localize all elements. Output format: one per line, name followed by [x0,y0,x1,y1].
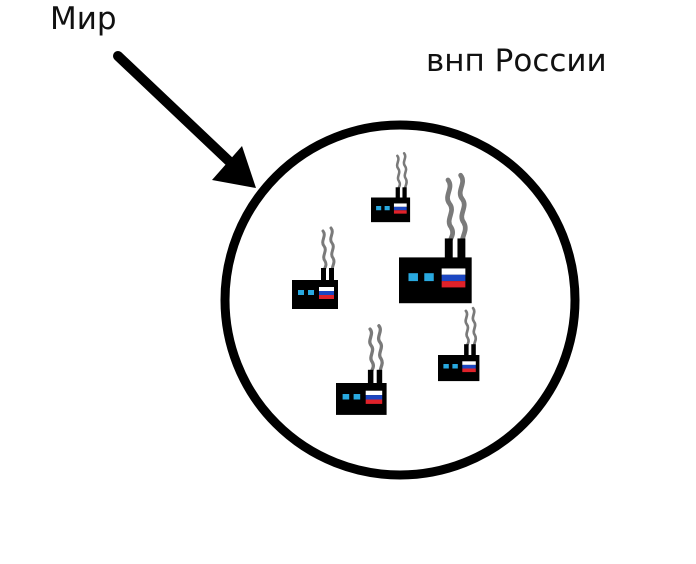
world-label: Мир [50,1,117,37]
factory-icon [436,306,481,383]
gnp-russia-label: внп России [426,43,607,79]
circle-boundary [220,120,580,480]
factory-icon [290,226,340,311]
factory-icon [399,175,472,303]
arrow-icon [113,51,256,188]
factory-icon [334,324,389,417]
factory-icon [369,152,412,224]
